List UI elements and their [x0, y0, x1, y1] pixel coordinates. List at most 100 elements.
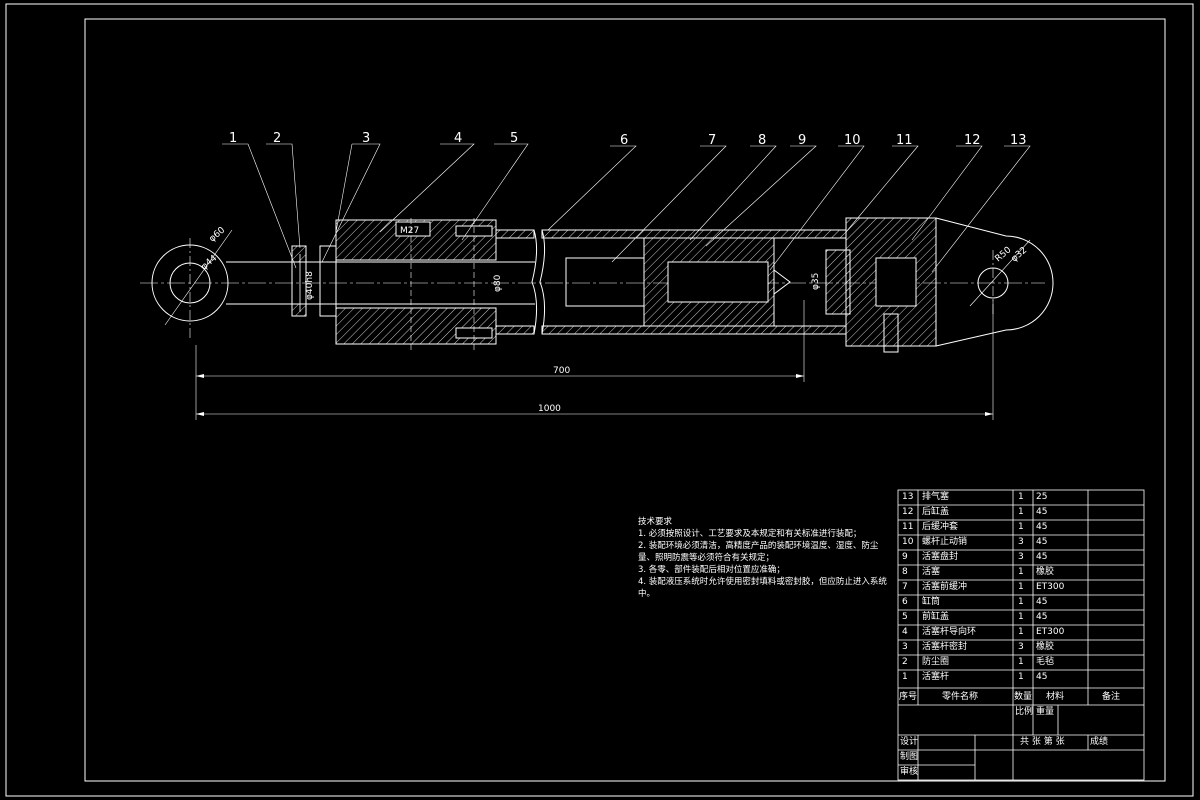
bom-material: 45	[1036, 612, 1048, 622]
drawing-label: 制图	[900, 752, 919, 762]
callout-6: 6	[620, 133, 628, 148]
bom-qty: 1	[1018, 582, 1024, 592]
rod-eye	[151, 229, 233, 340]
callout-5: 5	[510, 131, 518, 146]
callout-12: 12	[964, 133, 981, 148]
bom-no: 13	[902, 492, 914, 502]
bom-material: 橡胶	[1036, 642, 1055, 652]
dim-thread: M27	[400, 226, 419, 236]
bom-header-qty: 数量	[1014, 692, 1033, 702]
bom-no: 7	[902, 582, 908, 592]
bom-no: 12	[902, 507, 914, 517]
bom-material: 橡胶	[1036, 567, 1055, 577]
callout-3: 3	[362, 131, 370, 146]
bom-no: 6	[902, 597, 908, 607]
dim-1000	[196, 300, 994, 420]
bom-qty: 1	[1018, 597, 1024, 607]
bom-header-no: 序号	[899, 692, 918, 702]
front-cap	[319, 218, 497, 350]
bom-qty: 1	[1018, 567, 1024, 577]
technical-requirements: 技术要求 1. 必须按照设计、工艺要求及本规定和有关标准进行装配； 2. 装配环…	[638, 516, 888, 600]
bom-material: 25	[1036, 492, 1048, 502]
sheets-label: 共 张 第 张	[1020, 737, 1065, 747]
tech-item-1: 1. 必须按照设计、工艺要求及本规定和有关标准进行装配；	[638, 529, 862, 539]
bom-no: 9	[902, 552, 908, 562]
design-label: 设计	[900, 737, 919, 747]
dim-rod-eye-outer: φ60	[208, 225, 228, 244]
bom-name: 活塞杆导向环	[922, 627, 977, 637]
bom-no: 1	[902, 672, 908, 682]
bom-material: ET300	[1036, 582, 1065, 592]
piston-rod	[226, 254, 535, 312]
bom-qty: 3	[1018, 537, 1024, 547]
bom-no: 10	[902, 537, 914, 547]
bom-qty: 1	[1018, 507, 1024, 517]
dim-rod-dia: φ40h8	[305, 271, 315, 300]
callout-7: 7	[708, 133, 716, 148]
bom-no: 8	[902, 567, 908, 577]
dim-rear-eye-inner: φ32	[1010, 245, 1030, 264]
bom-grid	[897, 489, 1145, 781]
weight-label: 重量	[1036, 707, 1055, 717]
callout-10: 10	[844, 133, 861, 148]
callout-11: 11	[896, 133, 913, 148]
callout-9: 9	[798, 133, 806, 148]
bom-no: 11	[902, 522, 914, 532]
bom-name: 防尘圈	[922, 657, 950, 667]
outer-border	[5, 3, 1194, 797]
bom-name: 后缓冲套	[922, 522, 959, 532]
bom-material: 45	[1036, 597, 1048, 607]
bom-no: 5	[902, 612, 908, 622]
bom-material: 毛毡	[1036, 657, 1055, 667]
callout-1: 1	[229, 131, 237, 146]
bom-material: 45	[1036, 672, 1048, 682]
bom-qty: 3	[1018, 552, 1024, 562]
callout-labels: 1 2 3 4 5 6 7 8 9 10 11 12 13	[229, 131, 1027, 148]
bom-name: 活塞	[922, 567, 941, 577]
grade-label: 成绩	[1090, 737, 1109, 747]
dim-1000-label: 1000	[538, 404, 561, 414]
review-label: 审核	[900, 767, 919, 777]
bom-name: 活塞杆密封	[922, 642, 968, 652]
bom-no: 3	[902, 642, 908, 652]
callout-8: 8	[758, 133, 766, 148]
inner-border	[84, 18, 1166, 782]
bom-qty: 1	[1018, 612, 1024, 622]
tech-item-3: 3. 各零、部件装配后相对位置应准确；	[638, 565, 785, 575]
dust-seal-hatch-bot	[292, 304, 306, 316]
bom-no: 4	[902, 627, 908, 637]
bom-name: 排气塞	[922, 492, 950, 502]
rear-cap	[845, 217, 1054, 353]
dim-rod-inner: φ35	[811, 273, 821, 290]
dim-bore: φ80	[493, 274, 503, 292]
bom-qty: 3	[1018, 642, 1024, 652]
piston-assembly	[565, 237, 851, 327]
bom-name: 活塞盘封	[922, 552, 959, 562]
dim-700	[195, 300, 805, 420]
bom-qty: 1	[1018, 672, 1024, 682]
bom-qty: 1	[1018, 492, 1024, 502]
bom-material: ET300	[1036, 627, 1065, 637]
bom-header-note: 备注	[1102, 692, 1121, 702]
bom-name: 活塞杆	[922, 672, 950, 682]
bom-name: 后缸盖	[922, 507, 950, 517]
bom-material: 45	[1036, 552, 1048, 562]
callout-4: 4	[454, 131, 462, 146]
bom-name: 螺杆止动销	[922, 537, 968, 547]
bom-qty: 1	[1018, 522, 1024, 532]
bom-material: 45	[1036, 507, 1048, 517]
callout-2: 2	[273, 131, 281, 146]
bom-qty: 1	[1018, 657, 1024, 667]
dim-700-label: 700	[553, 366, 570, 376]
bom-material: 45	[1036, 537, 1048, 547]
bom-no: 2	[902, 657, 908, 667]
bom-material: 45	[1036, 522, 1048, 532]
scale-label: 比例	[1015, 707, 1034, 717]
bom-name: 缸筒	[922, 597, 941, 607]
bom-header-name: 零件名称	[942, 692, 979, 702]
bom-qty: 1	[1018, 627, 1024, 637]
bom-name: 前缸盖	[922, 612, 950, 622]
bom-name: 活塞前缓冲	[922, 582, 968, 592]
dust-seal-hatch-top	[292, 246, 306, 262]
